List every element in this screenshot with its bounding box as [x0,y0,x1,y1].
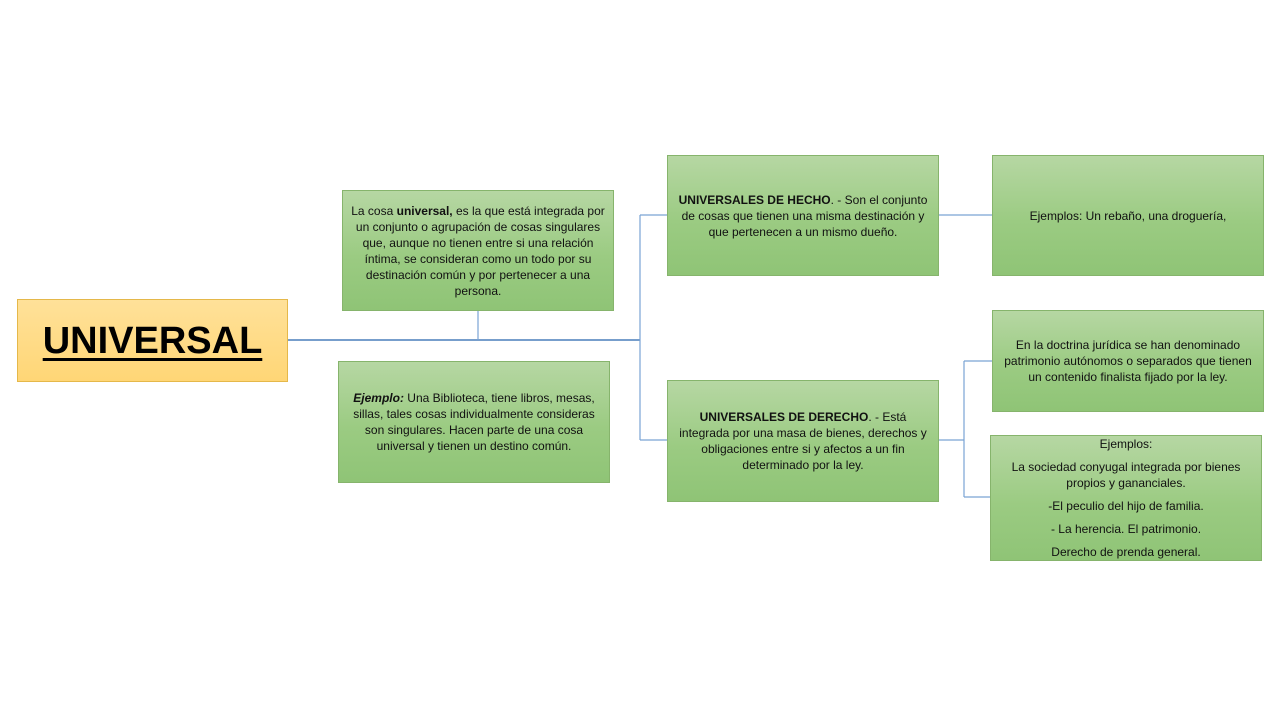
hecho-examples-text: Ejemplos: Un rebaño, una droguería, [1029,208,1227,223]
derecho-examples-line: Derecho de prenda general. [1051,545,1201,559]
definition-box: La cosa universal, es la que está integr… [342,190,614,311]
derecho-examples-line: -El peculio del hijo de familia. [1048,499,1204,513]
root-node-universal: UNIVERSAL [17,299,288,382]
universales-de-hecho-box: UNIVERSALES DE HECHO. - Son el conjunto … [667,155,939,276]
derecho-text: UNIVERSALES DE DERECHO. - Está integrada… [679,410,927,472]
derecho-examples-box: Ejemplos: La sociedad conyugal integrada… [990,435,1262,561]
example-box: Ejemplo: Una Biblioteca, tiene libros, m… [338,361,610,483]
doctrina-box: En la doctrina jurídica se han denominad… [992,310,1264,412]
derecho-examples-line: - La herencia. El patrimonio. [1050,522,1202,536]
root-title: UNIVERSAL [42,319,263,362]
derecho-examples-line: Ejemplos: [1099,437,1153,451]
hecho-text: UNIVERSALES DE HECHO. - Son el conjunto … [678,192,928,239]
universales-de-derecho-box: UNIVERSALES DE DERECHO. - Está integrada… [667,380,939,502]
example-text: Ejemplo: Una Biblioteca, tiene libros, m… [353,391,595,453]
derecho-examples-line: La sociedad conyugal integrada por biene… [1011,460,1241,490]
definition-text: La cosa universal, es la que está integr… [351,203,605,298]
doctrina-text: En la doctrina jurídica se han denominad… [1004,338,1252,384]
hecho-examples-box: Ejemplos: Un rebaño, una droguería, [992,155,1264,276]
